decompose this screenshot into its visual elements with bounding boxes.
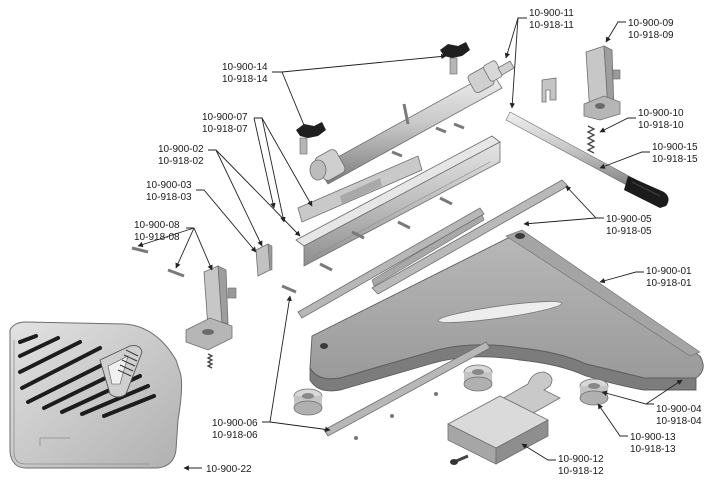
- clip-part: [541, 77, 557, 103]
- callout-primary-code: 10-900-05: [606, 214, 652, 225]
- callout-secondary-code: 10-918-07: [202, 124, 248, 135]
- callout-primary-code: 10-900-12: [558, 454, 604, 465]
- callout-primary-code: 10-900-04: [656, 404, 702, 415]
- base-table-part: [309, 229, 704, 392]
- callout-10-900-03: 10-900-03 10-918-03: [146, 180, 192, 203]
- leader-lines: [137, 17, 683, 471]
- spring-part: [586, 125, 596, 154]
- callout-10-900-15: 10-900-15 10-918-15: [652, 142, 698, 165]
- callout-10-900-10: 10-900-10 10-918-10: [638, 108, 684, 131]
- stop-block-part: [447, 371, 561, 465]
- strip-lower-part: [323, 341, 491, 440]
- plate-part: [297, 155, 423, 223]
- callout-secondary-code: 10-918-05: [606, 226, 652, 237]
- callout-10-900-07: 10-900-07 10-918-07: [202, 112, 248, 135]
- shaft-part: [309, 60, 515, 185]
- callout-secondary-code: 10-918-06: [212, 430, 258, 441]
- foot-left-part: [293, 388, 323, 416]
- callout-10-900-12: 10-900-12 10-918-12: [558, 454, 604, 477]
- callout-10-900-04: 10-900-04 10-918-04: [656, 404, 702, 427]
- guard-part: [9, 321, 183, 469]
- screws-center-part: [391, 122, 465, 158]
- callout-10-900-02: 10-900-02 10-918-02: [158, 144, 204, 167]
- foot-center-part: [463, 364, 493, 392]
- callout-secondary-code: 10-918-10: [638, 120, 684, 131]
- callout-secondary-code: 10-918-14: [222, 74, 268, 85]
- callout-primary-code: 10-900-02: [158, 144, 204, 155]
- bracket-lower-part: [185, 265, 237, 369]
- callout-primary-code: 10-900-08: [134, 220, 180, 231]
- callout-primary-code: 10-900-11: [529, 8, 574, 19]
- callout-secondary-code: 10-918-15: [652, 154, 698, 165]
- callout-primary-code: 10-900-15: [652, 142, 698, 153]
- knob-upper-part: [440, 42, 470, 75]
- callout-secondary-code: 10-918-02: [158, 156, 204, 167]
- callout-10-900-22: 10-900-22: [206, 464, 252, 475]
- callout-secondary-code: 10-918-08: [134, 232, 180, 243]
- screws-left-part: [131, 246, 185, 278]
- strip-upper-part: [297, 207, 485, 319]
- callout-secondary-code: 10-918-12: [558, 466, 604, 477]
- bracket-upper-part: [583, 45, 621, 121]
- callout-secondary-code: 10-918-11: [529, 20, 574, 31]
- callout-secondary-code: 10-918-01: [646, 278, 692, 289]
- callout-primary-code: 10-900-10: [638, 108, 684, 119]
- handle-rod-part: [505, 111, 669, 208]
- callout-primary-code: 10-900-09: [628, 18, 674, 29]
- callout-10-900-06: 10-900-06 10-918-06: [212, 418, 258, 441]
- callout-10-900-11: 10-900-11 10-918-11: [529, 8, 574, 31]
- small-bracket-part: [255, 243, 273, 277]
- callout-primary-code: 10-900-03: [146, 180, 192, 191]
- callout-primary-code: 10-900-14: [222, 62, 268, 73]
- callout-secondary-code: 10-918-04: [656, 416, 702, 427]
- callout-primary-code: 10-900-22: [206, 464, 252, 475]
- callout-primary-code: 10-900-06: [212, 418, 258, 429]
- callout-secondary-code: 10-918-13: [630, 444, 676, 455]
- callout-10-900-01: 10-900-01 10-918-01: [646, 266, 692, 289]
- long-bar-part: [295, 135, 501, 267]
- callout-secondary-code: 10-918-03: [146, 192, 192, 203]
- callout-10-900-09: 10-900-09 10-918-09: [628, 18, 674, 41]
- callout-10-900-13: 10-900-13 10-918-13: [630, 432, 676, 455]
- callout-10-900-08: 10-900-08 10-918-08: [134, 220, 180, 243]
- callout-primary-code: 10-900-07: [202, 112, 248, 123]
- callout-primary-code: 10-900-13: [630, 432, 676, 443]
- screws-bar-part: [281, 196, 453, 294]
- callout-secondary-code: 10-918-09: [628, 30, 674, 41]
- foot-right-part: [579, 378, 609, 406]
- callout-10-900-14: 10-900-14 10-918-14: [222, 62, 268, 85]
- callout-10-900-05: 10-900-05 10-918-05: [606, 214, 652, 237]
- callout-labels: 10-900-11 10-918-11 10-900-09 10-918-09 …: [134, 8, 702, 477]
- callout-primary-code: 10-900-01: [646, 266, 692, 277]
- knob-lower-part: [296, 122, 326, 155]
